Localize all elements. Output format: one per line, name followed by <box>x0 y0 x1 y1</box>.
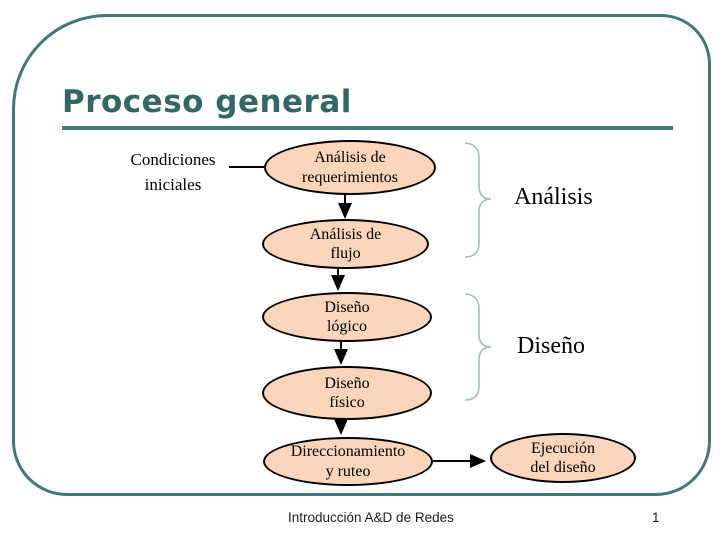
node-ejecucion-diseno: Ejecución del diseño <box>490 433 636 483</box>
node-analisis-flujo: Análisis de flujo <box>262 219 429 269</box>
title-underline <box>62 126 673 130</box>
page-number: 1 <box>652 510 660 525</box>
node-diseno-fisico: Diseño físico <box>262 366 432 420</box>
node-label: Ejecución del diseño <box>530 439 596 476</box>
slide-border-frame <box>12 14 711 496</box>
group-label-diseno: Diseño <box>517 333 585 359</box>
node-label: Diseño lógico <box>324 298 370 335</box>
node-analisis-requerimientos: Análisis de requerimientos <box>264 140 436 195</box>
group-label-analisis: Análisis <box>514 184 593 210</box>
node-label: Direccionamiento y ruteo <box>290 443 406 480</box>
footer-text: Introducción A&D de Redes <box>288 510 454 525</box>
page-title: Proceso general <box>62 84 352 120</box>
node-label: Diseño físico <box>324 374 370 411</box>
node-label: Análisis de requerimientos <box>302 149 398 186</box>
node-direccionamiento-ruteo: Direccionamiento y ruteo <box>263 437 433 486</box>
brace-analisis <box>464 142 492 258</box>
brace-diseno <box>464 293 492 401</box>
node-diseno-logico: Diseño lógico <box>262 292 432 342</box>
side-label-condiciones-iniciales: Condiciones iniciales <box>130 150 216 194</box>
node-label: Análisis de flujo <box>309 225 382 262</box>
